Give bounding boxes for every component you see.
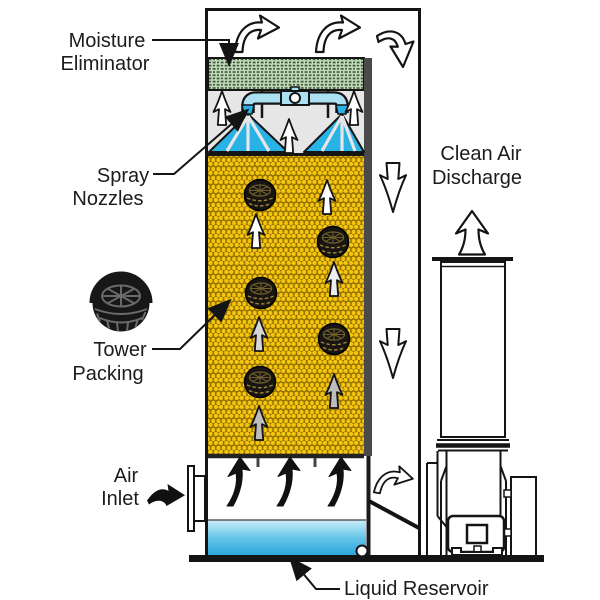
blower-stand [510,476,537,557]
spray-nozzles-label-line1: Spray [97,165,149,187]
clean-air-discharge-label-line1: Clean Air [440,143,521,165]
pipe-union-nut [289,92,301,104]
packing-ball [243,178,277,212]
air-inlet-label-line2: Inlet [101,488,139,510]
spray-nozzles-leader-line [153,108,250,175]
motor-plate [465,523,489,545]
tower-packing-label-line2: Packing [72,363,143,385]
packing-ball [316,225,350,259]
tower-packing-icon [89,271,153,332]
top-flow-right-arrow [314,14,362,54]
moisture-eliminator-band [207,57,365,91]
outer-casing [205,8,421,558]
channel-down-arrow [379,162,407,213]
moisture-eliminator-label-line2: Eliminator [61,53,150,75]
inner-wall [364,58,372,456]
annotations: Moisture Eliminator Spray Nozzles Tower … [61,30,522,600]
motor-foot-bracket [451,547,503,556]
stack-up-arrow [454,209,490,256]
housing-chamfer [499,465,507,482]
housing-chamfer [440,465,448,482]
channel-drain-plate [368,499,420,530]
spray-nozzles-label-line2: Nozzles [72,188,143,210]
blower-assembly [426,257,537,557]
inlet-flange-inner [193,475,206,522]
air-inlet-arrow [147,484,185,506]
spray-nozzle-left [241,104,255,115]
liquid-reservoir-leader-line [288,556,340,590]
top-flow-right-arrow [233,14,281,54]
packing-bed [208,153,364,454]
liquid-reservoir-label: Liquid Reservoir [344,578,489,600]
moisture-eliminator-label-line1: Moisture [69,30,146,52]
spray-cone-right-dividers [320,115,357,152]
channel-down-arrow [379,328,407,379]
base-line [189,555,544,562]
tower-packing-leader-line [152,298,232,350]
drain-port [355,544,369,558]
packing-ball [243,365,277,399]
blower-inlet-arrow [372,461,416,500]
packing-ball [244,276,278,310]
spray-system [208,86,365,153]
tower-packing-label-line1: Tower [93,339,147,361]
moisture-leader-line [152,39,239,67]
discharge-stack [440,261,506,438]
liquid-reservoir [208,520,366,556]
packing-ball [317,322,351,356]
top-flow-down-arrow [375,30,415,69]
inner-wall-lower [366,456,371,556]
clean-air-discharge-label-line2: Discharge [432,167,522,189]
air-inlet-label-line1: Air [114,465,139,487]
stand-tab [503,489,512,498]
